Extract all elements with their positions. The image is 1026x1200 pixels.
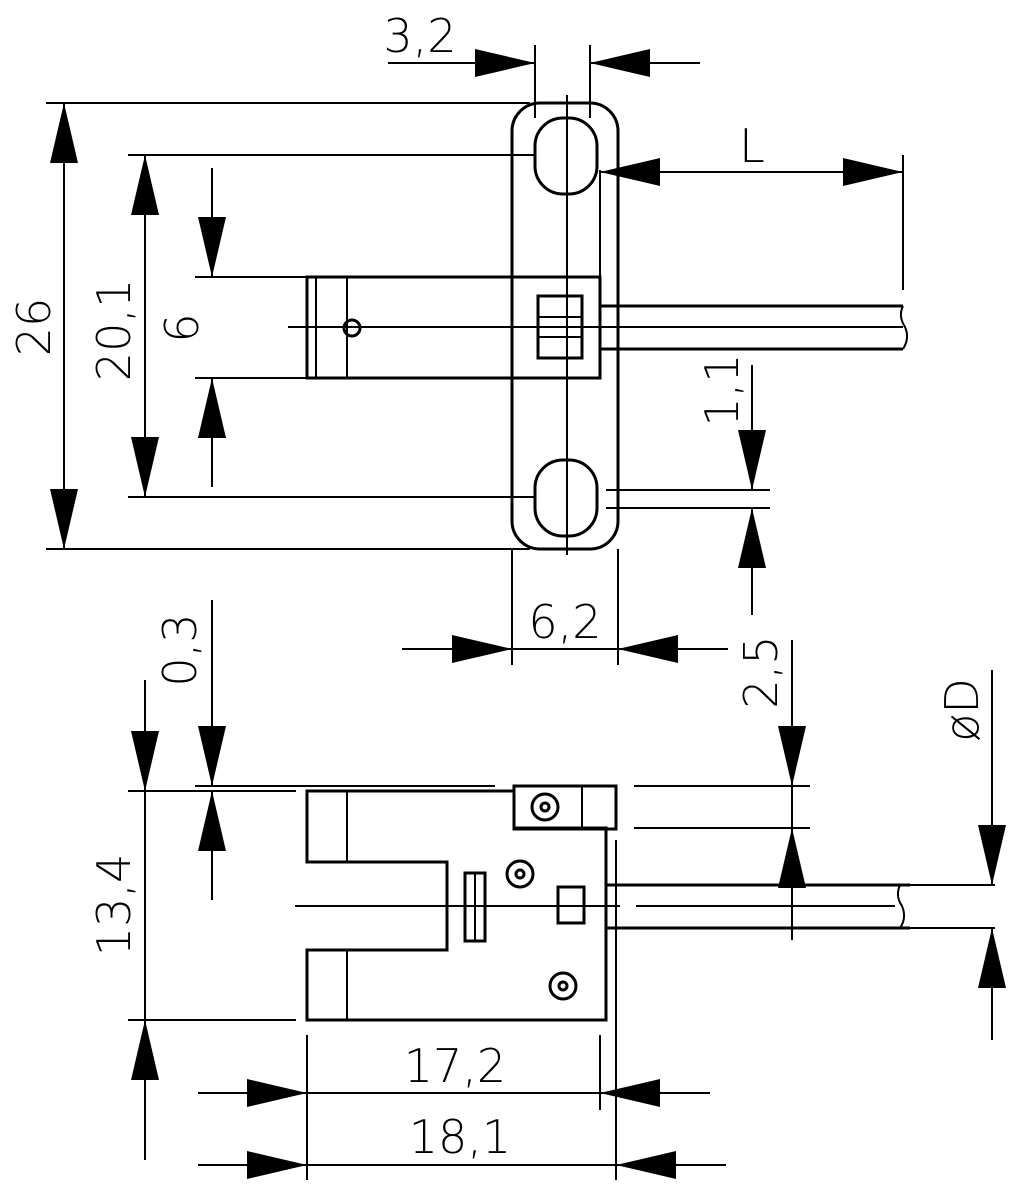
dim-1-1: 1,1 [695, 353, 766, 615]
screw-top [530, 792, 560, 822]
dim-17-2: 17,2 [198, 1039, 710, 1107]
top-view [288, 95, 909, 555]
dim-diameter-label: øD [935, 678, 989, 742]
dim-diameter: øD [935, 670, 1006, 1040]
dim-6-2-label: 6,2 [528, 595, 601, 649]
dim-0-3-label: 0,3 [153, 613, 207, 686]
dim-20-1-label: 20,1 [87, 279, 141, 381]
dim-6-label: 6 [155, 313, 209, 342]
dim-3-2-label: 3,2 [383, 9, 456, 63]
screw-middle [505, 859, 535, 889]
dim-6-2: 6,2 [402, 595, 728, 663]
dim-26: 26 [7, 103, 78, 549]
dim-18-1-label: 18,1 [409, 1110, 511, 1164]
screw-bottom [548, 971, 578, 1001]
top-view-extension-lines [46, 45, 904, 665]
dim-2-5: 2,5 [734, 635, 806, 940]
dim-2-5-label: 2,5 [734, 635, 788, 708]
side-view [295, 784, 995, 1022]
dim-1-1-label: 1,1 [695, 353, 749, 426]
dim-6: 6 [155, 168, 226, 487]
dim-17-2-label: 17,2 [404, 1039, 506, 1093]
dim-L-label: L [739, 119, 765, 173]
dim-0-3: 0,3 [153, 600, 226, 900]
dim-18-1: 18,1 [198, 1110, 726, 1179]
dim-20-1: 20,1 [87, 155, 159, 497]
side-view-extension-lines [128, 785, 810, 1180]
top-block [512, 784, 618, 831]
dim-26-label: 26 [7, 298, 61, 357]
dim-13-4-label: 13,4 [87, 854, 141, 956]
dim-3-2: 3,2 [383, 9, 700, 77]
dim-L: L [600, 119, 903, 186]
dim-13-4: 13,4 [87, 680, 159, 1160]
